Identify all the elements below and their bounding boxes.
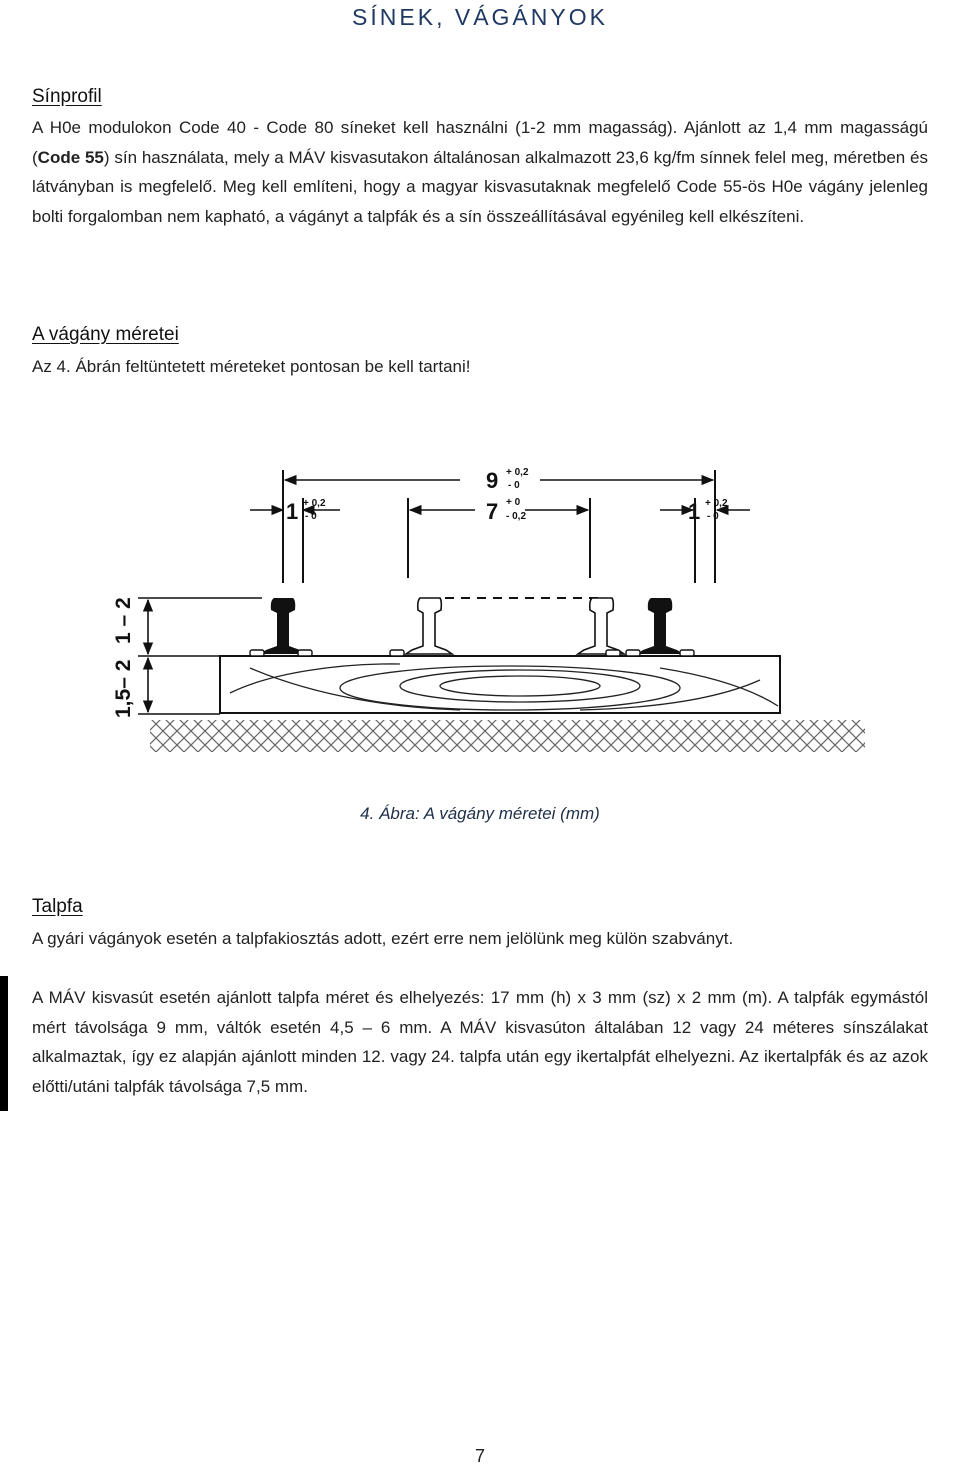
dim-left-tol-minus: - 0 <box>305 511 317 522</box>
rail-profile-code-bold: Code 55 <box>37 147 104 167</box>
extension-lines <box>282 470 716 583</box>
track-dimensions-figure: 9 + 0,2 - 0 7 + 0 - 0,2 1 + 0,2 - 0 1 + … <box>112 467 865 752</box>
dim-9-tol-minus: - 0 <box>508 480 520 491</box>
page-number: 7 <box>474 1446 485 1466</box>
dim-right-tol-plus: + 0,2 <box>705 498 728 509</box>
dim-left-tol-plus: + 0,2 <box>303 498 326 509</box>
rail-profile-paragraph: A H0e modulokon Code 40 - Code 80 síneke… <box>32 113 928 231</box>
sleeper-paragraph-2: A MÁV kisvasút esetén ajánlott talpfa mé… <box>32 988 928 1096</box>
dim-vertical-rail-height: 1 – 2 <box>112 597 135 644</box>
section-heading-track-dimensions: A vágány méretei <box>32 324 179 345</box>
page-title: SÍNEK, VÁGÁNYOK <box>352 4 608 30</box>
ground-hatch <box>150 720 865 752</box>
figure-caption: 4. Ábra: A vágány méretei (mm) <box>360 804 600 823</box>
rail-profile-text-1: A H0e modulokon Code 40 - Code 80 síneke… <box>32 118 928 167</box>
dim-left-value: 1 <box>286 499 298 524</box>
rail-profile-text-2: ) sín használata, mely a MÁV kisvasutako… <box>32 147 928 226</box>
dim-9-tol-plus: + 0,2 <box>506 467 529 478</box>
section-heading-sleeper: Talpfa <box>32 896 83 917</box>
outer-rail-left <box>260 598 306 654</box>
rail-plates <box>249 649 695 657</box>
sleeper-paragraph-1: A gyári vágányok esetén a talpfakiosztás… <box>32 929 734 948</box>
vertical-dimension-lines <box>138 597 262 715</box>
dim-7-value: 7 <box>486 499 498 524</box>
dim-7-tol-plus: + 0 <box>506 497 521 508</box>
outer-rail-right <box>637 598 683 654</box>
dim-vertical-total-height: 1,5– 2 <box>112 660 135 718</box>
inner-rail-left <box>403 597 455 655</box>
dim-7-tol-minus: - 0,2 <box>506 511 526 522</box>
sleeper <box>219 655 781 714</box>
dim-right-tol-minus: - 0 <box>707 511 719 522</box>
inner-rail-right <box>575 597 627 655</box>
dim-right-value: 1 <box>688 499 700 524</box>
dim-9-value: 9 <box>486 468 498 493</box>
track-dimensions-paragraph: Az 4. Ábrán feltüntetett méreteket ponto… <box>32 357 471 376</box>
change-bar <box>0 976 8 1111</box>
section-heading-rail-profile: Sínprofil <box>32 86 102 107</box>
